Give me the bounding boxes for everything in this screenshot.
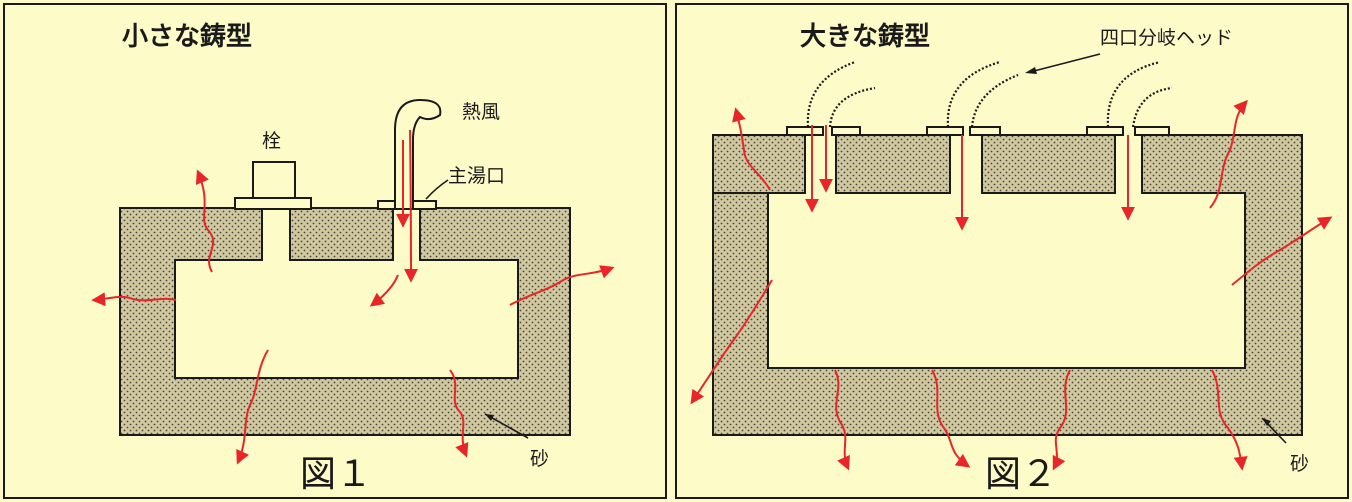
heat-arrow-5 — [449, 369, 469, 458]
figure-1: 小さな鋳型 栓 熱風 主湯口 砂 図１ — [91, 22, 615, 495]
heat-arrow-1 — [195, 169, 215, 273]
mold-1-sand — [119, 207, 571, 436]
heat-arrow-b — [1209, 99, 1248, 209]
hot-air-label: 熱風 — [462, 101, 500, 123]
figure-2-title: 大きな鋳型 — [800, 22, 930, 52]
hose-3b — [1131, 86, 1173, 128]
sand-label-2: 砂 — [1290, 453, 1309, 475]
panel-1-frame — [3, 3, 667, 499]
sprue-pointer — [425, 179, 449, 200]
hot-air-pipe — [394, 98, 442, 208]
cap-2a — [926, 126, 964, 136]
heat-arrow-e — [834, 369, 850, 471]
sprue-label: 主湯口 — [448, 165, 505, 187]
plug-base — [234, 197, 312, 210]
sand-pointer-2-head — [1262, 418, 1271, 426]
panel-2-frame — [675, 3, 1349, 499]
branch-head-label: 四口分岐ヘッド — [1100, 27, 1233, 49]
plug — [252, 161, 296, 199]
hose-3a — [1106, 60, 1161, 128]
cap-3a — [1086, 126, 1124, 136]
heat-arrow-2 — [91, 292, 177, 307]
hose-2a — [946, 60, 1001, 128]
heat-arrow-g — [1052, 369, 1071, 471]
head-pointer — [1029, 53, 1101, 73]
figure-1-title: 小さな鋳型 — [122, 22, 252, 52]
hose-2b — [970, 73, 1019, 128]
arrows-1 — [91, 129, 615, 465]
heat-arrow-d — [690, 279, 773, 405]
heat-arrow-c — [1231, 216, 1333, 286]
hot-air-arrow-down — [403, 129, 418, 283]
figure-1-caption: 図１ — [300, 454, 372, 495]
heat-arrow-h — [1211, 369, 1248, 471]
flow-arrow-left — [369, 274, 399, 307]
hose-1b — [828, 86, 876, 128]
plug-label: 栓 — [262, 130, 281, 152]
hose-1a — [806, 60, 856, 128]
cap-2b — [969, 126, 1001, 136]
head-pointer-head — [1025, 67, 1037, 74]
cap-1b — [831, 126, 861, 136]
mold-2-sand — [712, 134, 1303, 436]
branch-heads — [806, 60, 1173, 128]
sand-pointer-1-head — [485, 414, 494, 421]
figure-2-caption: 図２ — [985, 454, 1057, 495]
cap-1a — [786, 126, 824, 136]
sand-label-1: 砂 — [530, 448, 549, 470]
figure-2: 大きな鋳型 四口分岐ヘッド 砂 図２ — [690, 22, 1333, 495]
arrows-2 — [690, 99, 1333, 471]
heat-arrow-3 — [509, 265, 615, 306]
heat-arrow-f — [931, 369, 971, 468]
heat-arrow-a — [732, 107, 771, 191]
heat-arrow-4 — [236, 349, 269, 465]
cap-3b — [1134, 126, 1170, 136]
